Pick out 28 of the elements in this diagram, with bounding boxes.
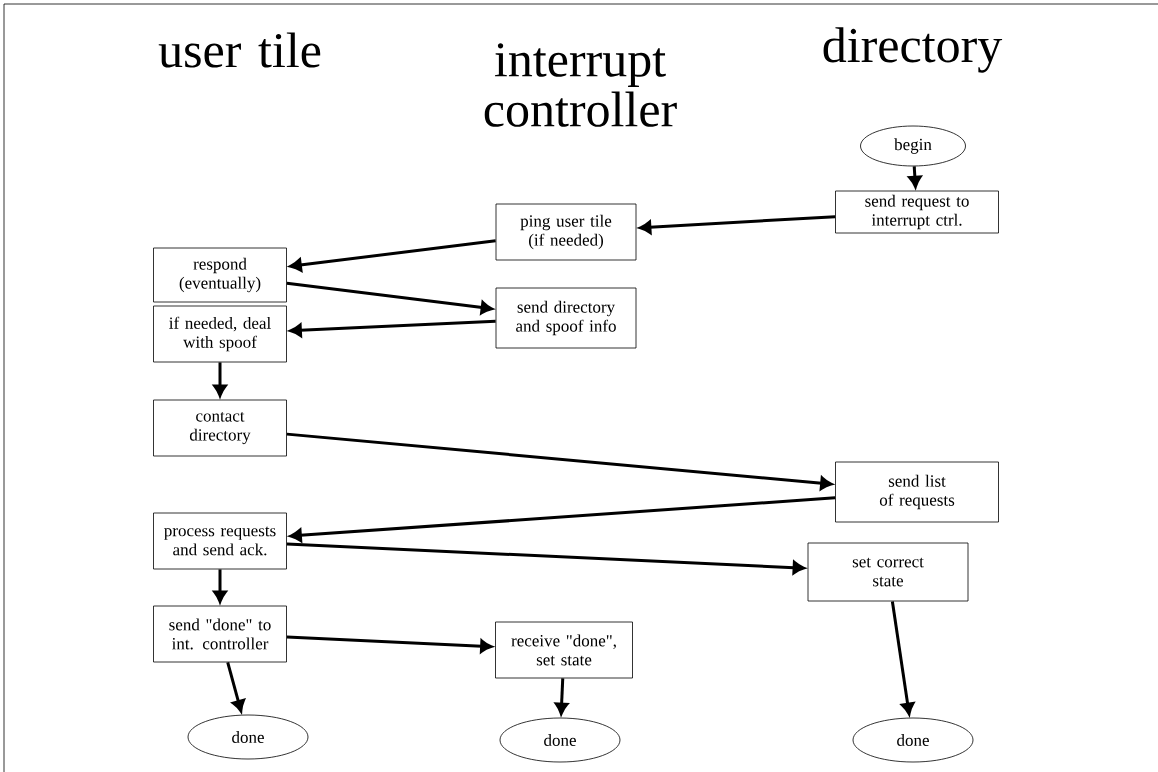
column-heading: user tile xyxy=(158,32,321,68)
arrow xyxy=(213,569,227,603)
arrow xyxy=(639,215,836,234)
arrow xyxy=(554,678,569,715)
process-box: ping user tile (if needed) xyxy=(495,203,637,261)
process-box: send directory and spoof info xyxy=(495,287,637,349)
process-box: receive "done", set state xyxy=(495,621,633,679)
process-box: if needed, deal with spoof xyxy=(153,305,287,363)
column-heading: directory xyxy=(823,27,1003,73)
arrow xyxy=(286,542,805,575)
arrow xyxy=(289,496,836,542)
arrow xyxy=(226,662,245,713)
process-box: set correct state xyxy=(807,542,969,602)
process-box: send request to interrupt ctrl. xyxy=(835,190,999,234)
process-box: send "done" to int. controller xyxy=(153,605,287,663)
arrow xyxy=(908,166,922,188)
process-box: contact directory xyxy=(153,399,287,457)
arrow xyxy=(286,281,493,315)
process-box: send list of requests xyxy=(835,461,999,523)
arrow xyxy=(890,601,915,715)
arrow xyxy=(289,239,496,272)
arrow xyxy=(286,635,493,653)
arrow xyxy=(289,319,496,337)
arrow xyxy=(286,432,833,490)
process-box: respond (eventually) xyxy=(153,247,287,303)
process-box: process requests and send ack. xyxy=(153,512,287,570)
column-heading: interrupt controller xyxy=(484,43,677,127)
arrow xyxy=(213,362,227,397)
